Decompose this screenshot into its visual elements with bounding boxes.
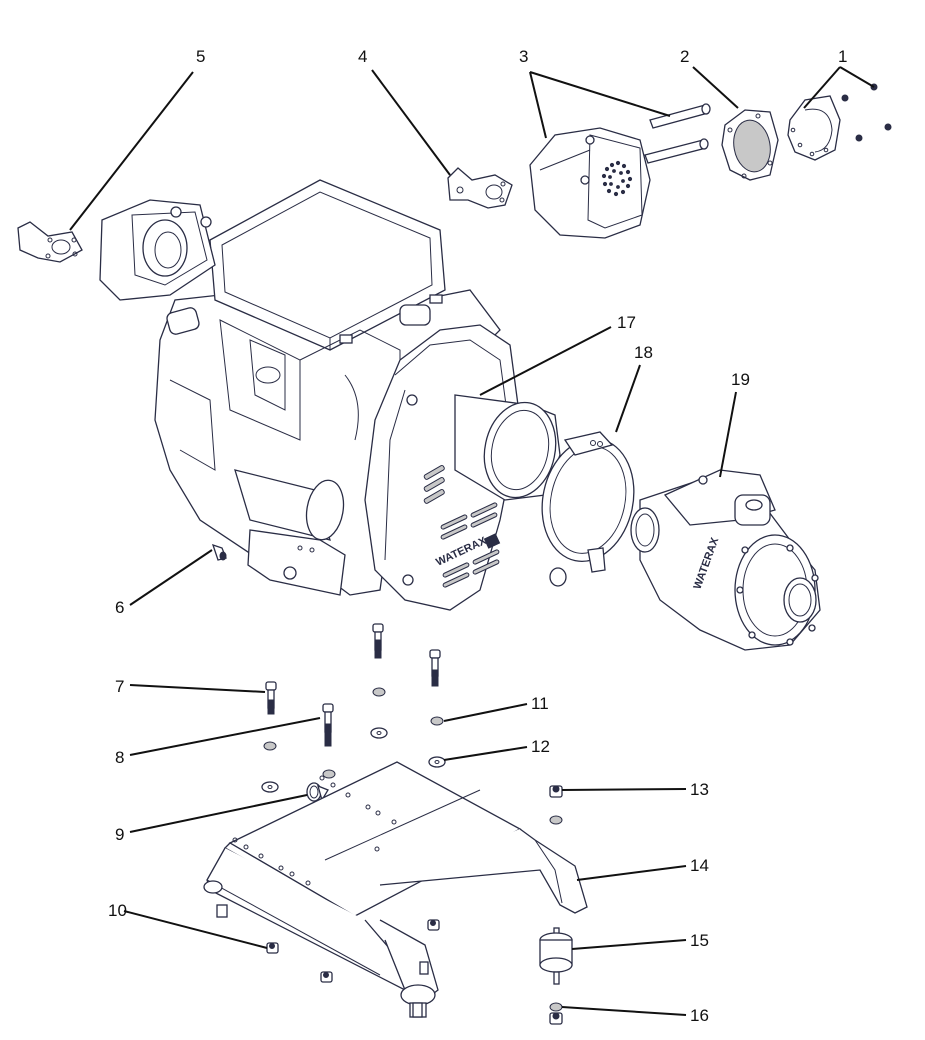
- callout-2: 2: [680, 47, 689, 66]
- callout-8: 8: [115, 748, 124, 767]
- part-19-pump-end: WATERAX: [630, 469, 821, 651]
- callout-10: 10: [108, 901, 127, 920]
- callout-1: 1: [838, 47, 847, 66]
- part-3-studs: [644, 103, 711, 164]
- bolts: [265, 623, 441, 747]
- callout-9: 9: [115, 825, 124, 844]
- nuts: [266, 785, 563, 1025]
- callout-16: 16: [690, 1006, 709, 1025]
- callout-7: 7: [115, 677, 124, 696]
- callout-3: 3: [519, 47, 528, 66]
- part-9-grommet: [306, 782, 329, 802]
- part-3-muffler: [529, 127, 651, 239]
- part-6-fitting: [211, 543, 227, 561]
- part-4-exhaust-manifold: [447, 167, 513, 209]
- callout-19: 19: [731, 370, 750, 389]
- part-18-clamp: [541, 431, 635, 587]
- callout-6: 6: [115, 598, 124, 617]
- plate-holes: [232, 775, 397, 886]
- part-1-screws: [841, 83, 892, 142]
- part-1-cover: [787, 95, 841, 161]
- washers: [261, 687, 563, 1012]
- bolt-top-left: [372, 623, 384, 659]
- callout-labels: 1 2 3 4 5 6 7 8 9 10 11 12 13 14 15 16 1…: [108, 47, 847, 1025]
- part-17-pump-adapter: WATERAX: [364, 324, 561, 611]
- bolt-top-right: [429, 649, 441, 687]
- muffler-perforations: [601, 160, 633, 197]
- callout-13: 13: [690, 780, 709, 799]
- left-muffler: [99, 199, 216, 301]
- part-15-vibration-mount: [539, 927, 573, 985]
- callout-11: 11: [531, 694, 549, 713]
- part-2-spark-screen: [721, 109, 779, 181]
- callout-12: 12: [531, 737, 550, 756]
- part-14-base-frame: [203, 761, 588, 1018]
- bolt-7: [265, 681, 277, 715]
- callout-17: 17: [617, 313, 636, 332]
- leader-lines: [69, 66, 875, 1016]
- callout-5: 5: [196, 47, 205, 66]
- part-5-exhaust-manifold: [17, 221, 83, 263]
- housing-vents: [423, 465, 500, 588]
- callout-14: 14: [690, 856, 709, 875]
- callout-15: 15: [690, 931, 709, 950]
- callout-18: 18: [634, 343, 653, 362]
- bolt-8: [322, 703, 334, 747]
- callout-4: 4: [358, 47, 367, 66]
